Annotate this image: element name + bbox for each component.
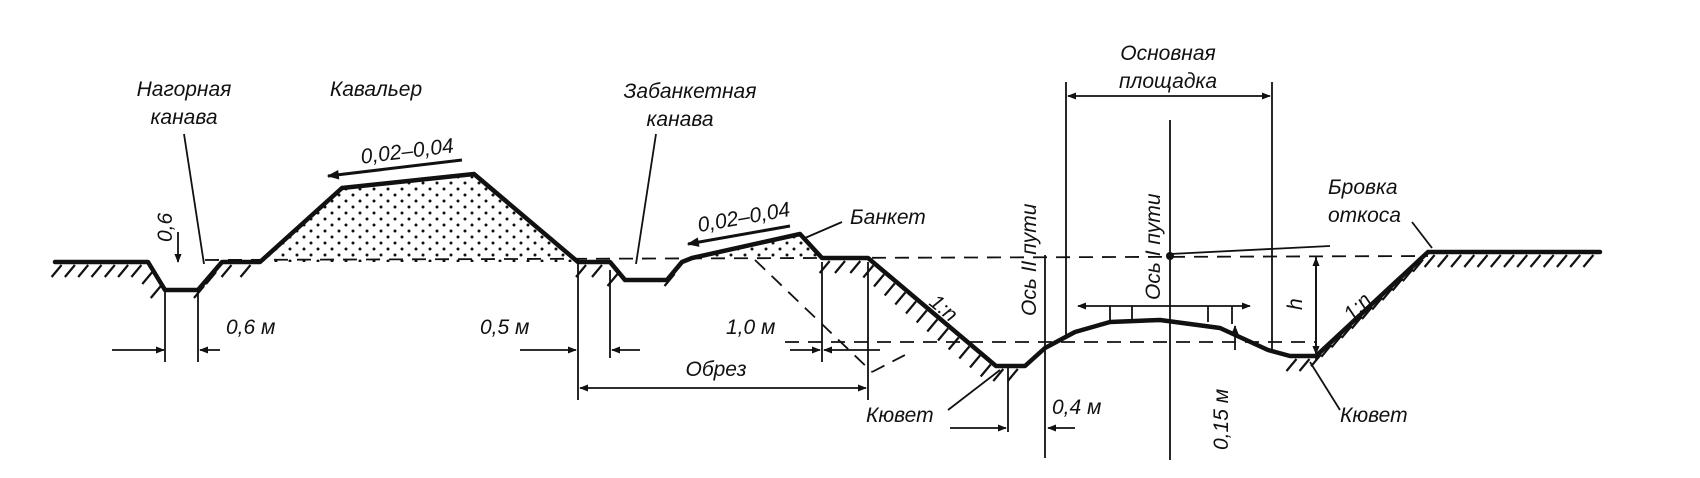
- ditch-right-label: Кювет: [1340, 404, 1408, 427]
- dim-015m-label: 0,15 м: [1210, 389, 1233, 450]
- hatch-mark: [1285, 358, 1298, 372]
- hatch-mark: [1463, 254, 1476, 268]
- hatch-mark: [894, 291, 907, 306]
- hatch-mark: [969, 354, 981, 369]
- hatch-mark: [1556, 254, 1568, 268]
- hatch-mark: [90, 264, 103, 278]
- hatch-mark: [958, 345, 971, 360]
- berm-slope-arrow: [686, 224, 791, 247]
- berm-label: Банкет: [850, 206, 926, 229]
- obrez-label: Обрез: [685, 358, 746, 381]
- hatch-mark: [915, 309, 928, 324]
- axis-track-2-label: Ось II пути: [1018, 203, 1041, 316]
- berm-ditch-leader: [635, 133, 657, 265]
- depth-06-label: 0,6: [154, 212, 177, 242]
- hatch-mark: [130, 264, 143, 278]
- hatch-mark: [1310, 353, 1322, 368]
- hatch-mark: [117, 264, 129, 278]
- axis-1-point: [1166, 252, 1174, 260]
- ditch-left-leader: [947, 369, 1001, 411]
- berm-slope-label: 0,02–0,04: [696, 198, 792, 237]
- hatch-mark: [149, 285, 162, 299]
- hatch-mark: [1006, 368, 1019, 382]
- width-06m-label: 0,6 м: [226, 316, 275, 339]
- spoil-bank-label: Кавальер: [330, 78, 422, 101]
- hatch-mark: [1320, 344, 1333, 358]
- hatch-mark: [1298, 358, 1311, 372]
- hatch-mark: [834, 260, 846, 274]
- berm-slope-extension: [754, 259, 873, 373]
- hatch-mark: [905, 300, 917, 315]
- hatch-mark: [1569, 254, 1582, 268]
- hatch-mark: [1476, 254, 1489, 268]
- hatch-mark: [1401, 268, 1414, 282]
- hatch-mark: [1582, 254, 1595, 268]
- slope-edge-leader: [1411, 221, 1433, 249]
- upland-ditch-leader: [183, 133, 205, 265]
- hatch-mark: [1450, 254, 1462, 268]
- slope-edge-label-1: Бровка: [1328, 176, 1398, 199]
- hatch-mark: [77, 264, 90, 278]
- hatch-mark: [1361, 306, 1373, 320]
- hatch-mark: [1391, 277, 1404, 292]
- hatch-mark: [926, 318, 939, 333]
- hatch-mark: [937, 327, 949, 342]
- berm-ditch-label-2: канава: [646, 108, 713, 131]
- hatch-mark: [1412, 258, 1424, 273]
- hatch-mark: [1350, 315, 1363, 330]
- hatch-mark: [606, 273, 619, 287]
- axis-1-leader: [1169, 245, 1331, 255]
- main-platform-label-2: площадка: [1119, 70, 1217, 93]
- hatch-mark: [220, 264, 233, 278]
- hatch-mark: [1529, 254, 1542, 268]
- slope-edge-label-2: откоса: [1328, 204, 1401, 227]
- hatch-mark: [239, 264, 252, 278]
- dim-05m-label: 0,5 м: [480, 316, 529, 339]
- axis-track-1-label: Ось I пути: [1142, 193, 1165, 300]
- hatch-mark: [1542, 254, 1555, 268]
- hatch-mark: [1423, 254, 1436, 268]
- upland-ditch-label-2: канава: [150, 106, 217, 129]
- hatch-mark: [947, 336, 960, 351]
- hatch-mark: [979, 363, 992, 378]
- hatch-mark: [50, 264, 63, 278]
- hatch-mark: [1330, 334, 1343, 349]
- hatch-mark: [992, 368, 1005, 382]
- hatch-mark: [873, 273, 885, 288]
- hatch-mark: [1371, 296, 1384, 311]
- hatch-mark: [1516, 254, 1529, 268]
- hatch-mark: [141, 271, 154, 285]
- hatch-mark: [1503, 254, 1515, 268]
- dim-04m-label: 0,4 м: [1052, 396, 1101, 419]
- ditch-left-label: Кювет: [866, 404, 934, 427]
- height-h-label: h: [1284, 298, 1307, 310]
- berm-ditch-label-1: Забанкетная: [624, 80, 757, 103]
- slope-ratio-left-label: 1:n: [925, 290, 962, 326]
- cut-edge-dash: [871, 354, 906, 373]
- spoil-slope-arrow: [326, 158, 463, 180]
- ditch-right-leader: [1309, 361, 1341, 411]
- hatch-mark: [849, 260, 862, 274]
- ground-reference-line: [204, 255, 1429, 261]
- hatch-mark: [591, 264, 603, 278]
- dim-10m-label: 1,0 м: [726, 316, 775, 339]
- ground-profile: [52, 171, 1603, 369]
- main-platform-label-1: Основная: [1120, 42, 1215, 65]
- hatch-mark: [103, 264, 116, 278]
- sleeper-ticks: [1109, 306, 1233, 324]
- upland-ditch-label-1: Нагорная: [137, 78, 232, 101]
- hatch-mark: [64, 264, 76, 278]
- slope-ratio-right-label: 1:n: [1339, 289, 1376, 326]
- berm-leader: [804, 221, 843, 239]
- hatch-mark: [883, 282, 896, 297]
- hatch-mark: [1436, 254, 1449, 268]
- hatch-mark: [1489, 254, 1502, 268]
- hatch-mark: [1381, 287, 1394, 301]
- hatch-mark: [1340, 325, 1353, 339]
